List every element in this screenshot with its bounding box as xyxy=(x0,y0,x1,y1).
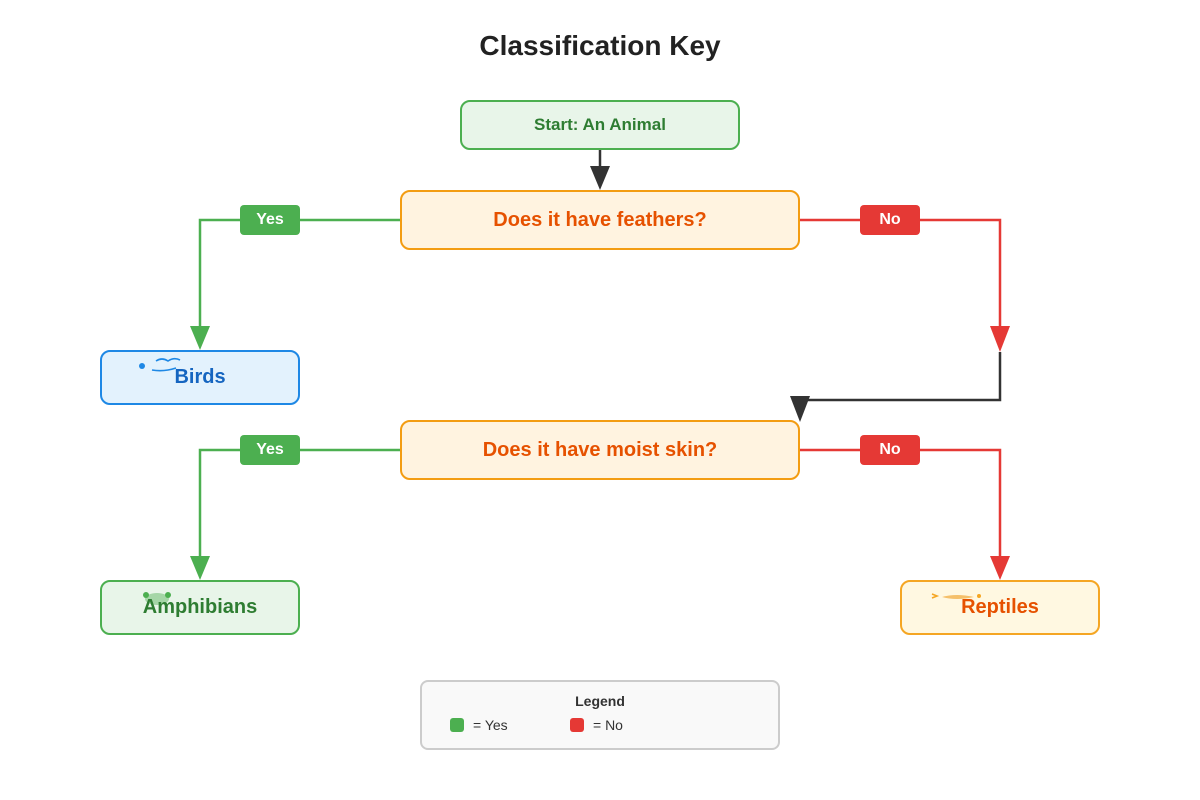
start-node: Start: An Animal xyxy=(460,100,740,150)
reptiles-node: Reptiles xyxy=(900,580,1100,635)
feathers-question-label: Does it have feathers? xyxy=(493,208,707,231)
birds-label: Birds xyxy=(174,366,226,388)
q1-no-badge: No xyxy=(860,205,920,235)
frog-icon xyxy=(143,592,171,605)
diagram-title: Classification Key xyxy=(479,30,721,61)
start-node-label: Start: An Animal xyxy=(534,115,666,134)
legend-no-swatch xyxy=(570,718,584,732)
snake-icon xyxy=(931,593,981,599)
bird-icon xyxy=(139,357,181,372)
start-to-q1-arrowhead xyxy=(590,166,610,190)
q2-no-badge: No xyxy=(860,435,920,465)
q1-yes-badge: Yes xyxy=(240,205,300,235)
moist-skin-question-node: Does it have moist skin? xyxy=(400,420,800,480)
amphibians-node: Amphibians xyxy=(100,580,300,635)
legend-box: Legend = Yes = No xyxy=(420,680,780,750)
q2-no-connector xyxy=(800,448,1002,560)
no-to-q2-connector xyxy=(798,352,1002,410)
legend-no-text: = No xyxy=(593,717,623,733)
q2-yes-arrowhead xyxy=(190,556,210,580)
q1-yes-connector xyxy=(198,218,400,330)
moist-skin-question-label: Does it have moist skin? xyxy=(482,438,718,461)
q2-yes-badge: Yes xyxy=(240,435,300,465)
no-to-q2-arrowhead xyxy=(790,396,810,422)
q1-yes-arrowhead xyxy=(190,326,210,350)
legend-title: Legend xyxy=(575,693,625,709)
q1-no-arrowhead xyxy=(990,326,1010,352)
legend-yes-swatch xyxy=(450,718,464,732)
birds-node: Birds xyxy=(100,350,300,405)
reptiles-label: Reptiles xyxy=(961,596,1039,618)
legend-yes-text: = Yes xyxy=(473,717,508,733)
feathers-question-node: Does it have feathers? xyxy=(400,190,800,250)
q2-no-arrowhead xyxy=(990,556,1010,580)
amphibians-label: Amphibians xyxy=(142,596,258,618)
q2-yes-connector xyxy=(198,448,400,560)
q1-no-connector xyxy=(800,218,1002,330)
